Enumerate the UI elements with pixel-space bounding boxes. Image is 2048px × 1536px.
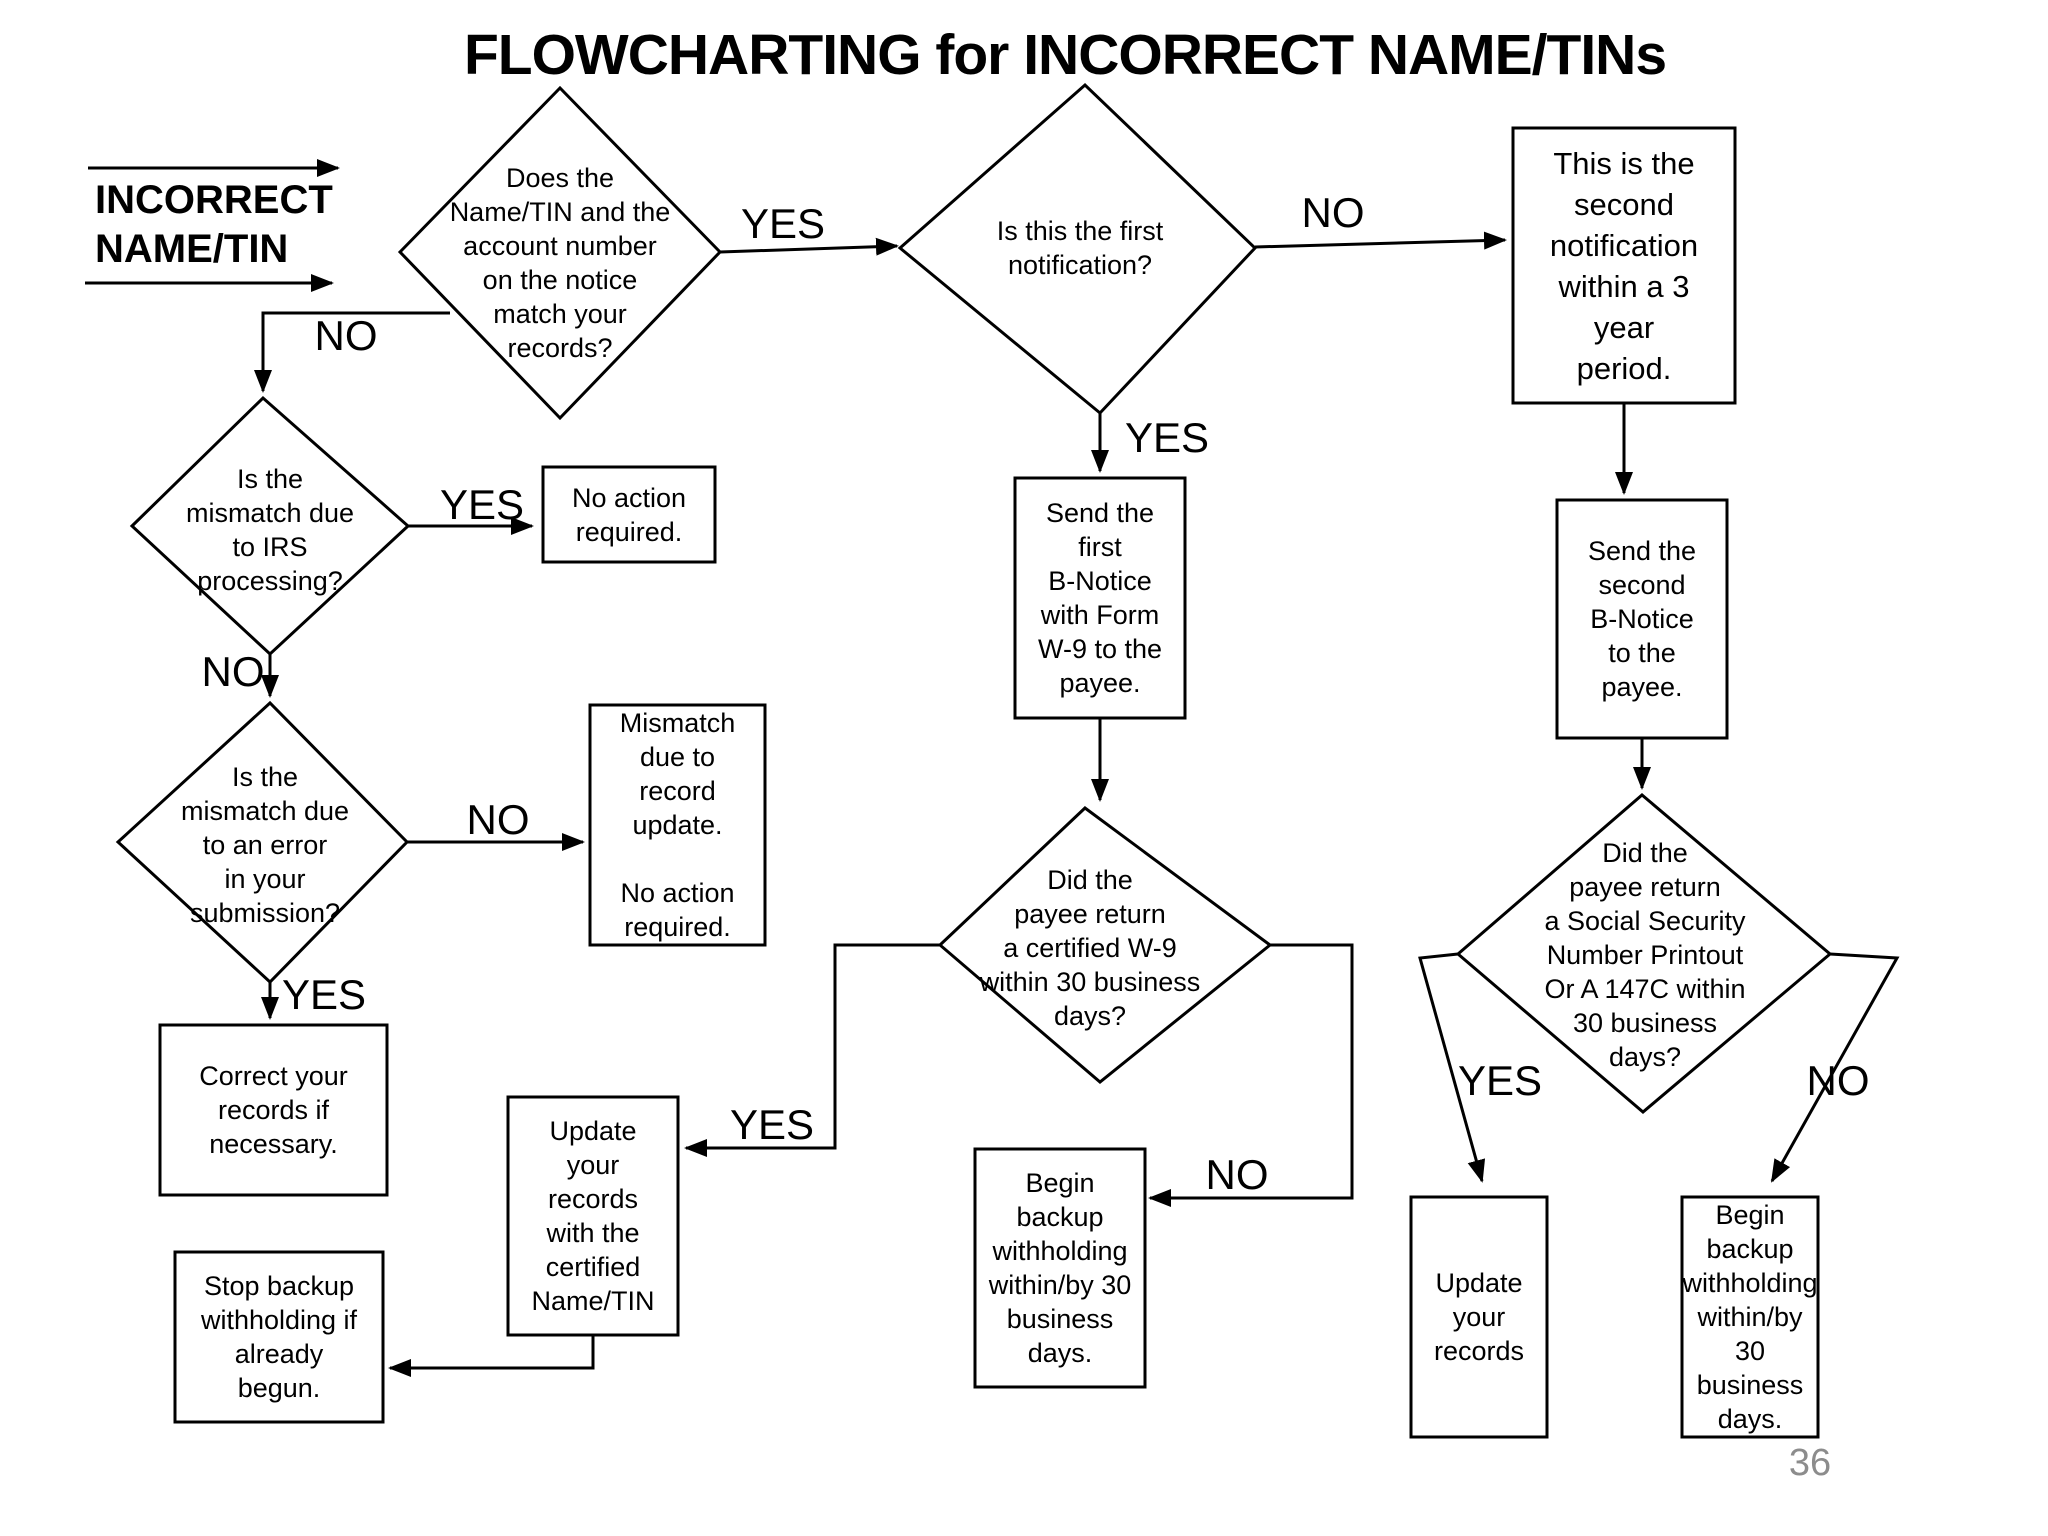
edge-label-mismatch-error-yes: YES xyxy=(281,971,367,1018)
process-stop-backup-label: Stop backup withholding if already begun… xyxy=(200,1271,358,1403)
process-second-notification-label: This is the second notification within a… xyxy=(1549,145,1699,386)
edge-label-returned-ssn-yes: YES xyxy=(1457,1057,1543,1104)
connector-returned-ssn-no xyxy=(1770,952,1900,1183)
start-label: INCORRECT NAME/TIN xyxy=(95,178,333,271)
process-begin-backup-right-shape xyxy=(1680,1195,1820,1439)
process-begin-backup-right-label: Begin backup withholding within/by 30 bu… xyxy=(1682,1200,1818,1434)
connector-does-match-no xyxy=(254,311,450,393)
edge-label-mismatch-error-no: NO xyxy=(466,796,530,843)
process-update-records-certified-label: Update your records with the certified N… xyxy=(531,1116,655,1316)
edge-label-returned-w9-yes: YES xyxy=(729,1101,815,1148)
decision-returned-ssn-label: Did the payee return a Social Security N… xyxy=(1544,838,1746,1072)
edge-label-first-notification-no: NO xyxy=(1301,189,1365,236)
decision-first-notification-shape xyxy=(897,82,1258,416)
process-begin-backup-middle-shape xyxy=(973,1147,1147,1389)
slide-title: FLOWCHARTING for INCORRECT NAME/TINs xyxy=(463,23,1667,87)
connector-does-match-yes xyxy=(719,237,899,256)
edge-label-does-match-no: NO xyxy=(314,312,378,359)
process-mismatch-record-update-label: Mismatch due to record update. No action… xyxy=(619,708,736,942)
process-correct-records-label: Correct your records if necessary. xyxy=(199,1061,348,1159)
process-correct-records-shape xyxy=(158,1023,389,1197)
process-send-second-bnotice-label: Send the second B-Notice to the payee. xyxy=(1587,536,1697,702)
decision-returned-w9-label: Did the payee return a certified W-9 wit… xyxy=(979,864,1201,1031)
process-stop-backup-shape xyxy=(173,1250,385,1424)
decision-does-match-label: Does the Name/TIN and the account number… xyxy=(449,162,671,363)
edge-label-mismatch-irs-no: NO xyxy=(201,648,265,695)
process-mismatch-record-update-shape xyxy=(588,703,767,947)
edge-label-returned-ssn-no: NO xyxy=(1806,1057,1870,1104)
connector-returned-ssn-yes xyxy=(1418,952,1486,1183)
connector-returned-w9-yes xyxy=(684,943,940,1157)
connector-returned-w9-no xyxy=(1148,943,1354,1207)
edge-label-first-notification-yes: YES xyxy=(1124,414,1210,461)
connector-update-certified-to-stop-backup xyxy=(388,1335,595,1377)
process-update-records-shape xyxy=(1409,1195,1549,1439)
decision-mismatch-irs-label: Is the mismatch due to IRS processing? xyxy=(185,464,355,596)
connector-first-notification-no xyxy=(1254,231,1507,250)
process-no-action-label: No action required. xyxy=(571,483,687,547)
process-no-action-shape xyxy=(541,465,717,564)
decision-mismatch-error-label: Is the mismatch due to an error in your … xyxy=(180,762,350,928)
process-update-records-label: Update your records xyxy=(1433,1268,1525,1366)
edge-label-mismatch-irs-yes: YES xyxy=(439,481,525,528)
edge-label-does-match-yes: YES xyxy=(740,200,826,247)
process-begin-backup-middle-label: Begin backup withholding within/by 30 bu… xyxy=(988,1168,1132,1368)
process-send-first-bnotice-label: Send the first B-Notice with Form W-9 to… xyxy=(1037,498,1163,698)
edge-label-returned-w9-no: NO xyxy=(1205,1151,1269,1198)
page-number: 36 xyxy=(1788,1442,1832,1484)
decision-first-notification-label: Is this the first notification? xyxy=(996,215,1164,280)
